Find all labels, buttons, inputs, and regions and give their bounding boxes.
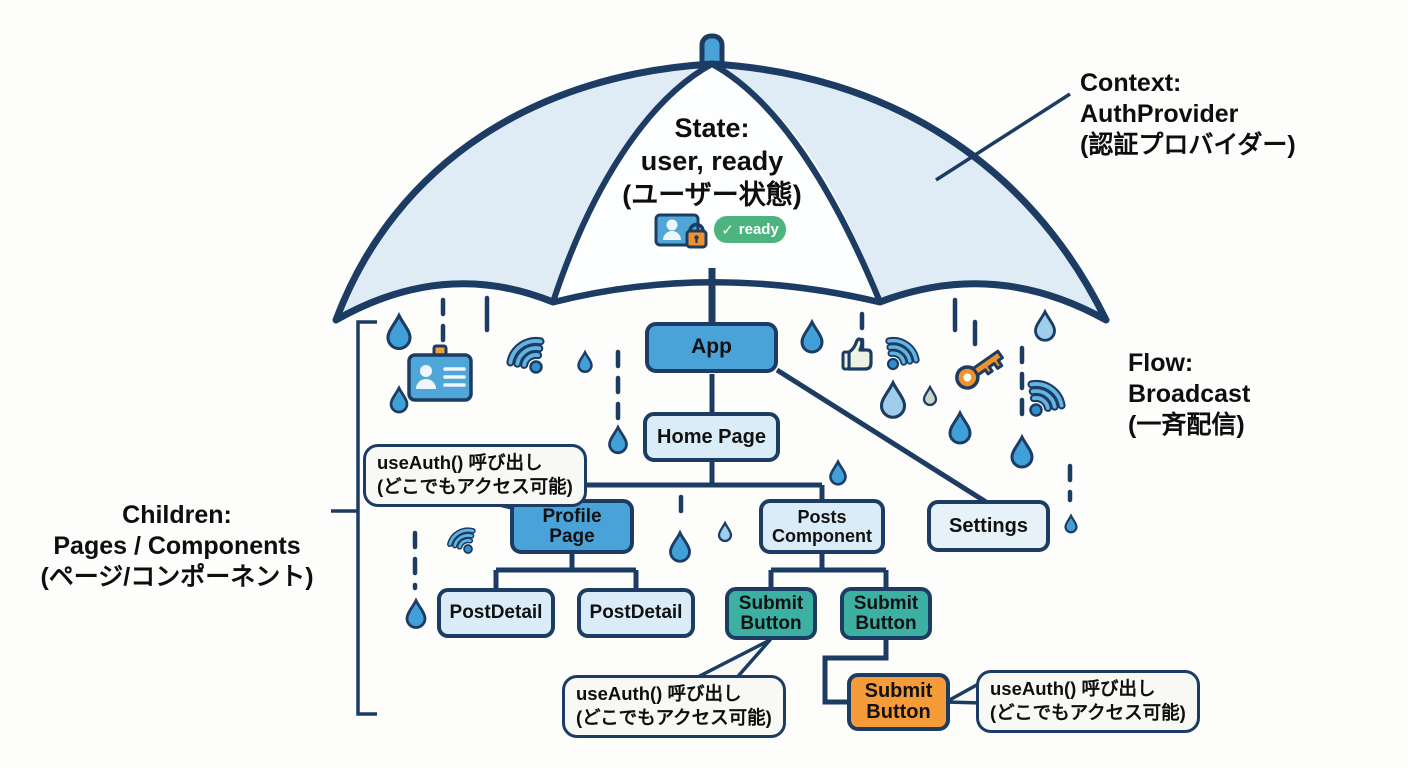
useauth-bubble-line2: (どこでもアクセス可能) — [377, 476, 573, 498]
children-bracket — [331, 320, 377, 716]
wifi-icon — [1018, 378, 1066, 425]
rain-drop-icon — [1010, 435, 1034, 469]
node-submit-2-line2: Button — [855, 612, 917, 634]
useauth-bubble-orange: useAuth() 呼び出し (どこでもアクセス可能) — [976, 670, 1200, 734]
state-label-line3: (ユーザー状態) — [622, 179, 802, 210]
node-profile-page: Profile Page — [510, 499, 634, 554]
node-submit-button-3: Submit Button — [847, 673, 950, 731]
context-label-line3: (認証プロバイダー) — [1080, 131, 1296, 159]
flow-label: Flow: Broadcast (一斉配信) — [1128, 348, 1250, 441]
node-submit-1-line1: Submit — [738, 592, 804, 614]
rain-ticks — [484, 295, 978, 347]
useauth-bubble-line1: useAuth() 呼び出し — [377, 452, 543, 473]
connector-home-children — [569, 462, 825, 501]
check-icon: ✓ — [721, 221, 734, 239]
node-postdetail-1-label: PostDetail — [449, 602, 543, 624]
flow-label-line3: (一斉配信) — [1128, 411, 1245, 439]
node-settings: Settings — [927, 500, 1050, 552]
wifi-icons — [447, 335, 1066, 554]
useauth-bubble-submit: useAuth() 呼び出し (どこでもアクセス可能) — [562, 675, 786, 739]
rain-drop-icon — [879, 381, 907, 419]
node-home-page: Home Page — [643, 412, 780, 462]
children-label-line2: Pages / Components — [53, 532, 301, 560]
wifi-icon — [447, 526, 481, 554]
id-card-icon — [407, 344, 473, 402]
children-label: Children: Pages / Components (ページ/コンポーネン… — [22, 500, 332, 593]
node-posts-line1: Posts — [797, 506, 847, 527]
state-label-line2: user, ready — [640, 146, 784, 177]
node-submit-button-1: Submit Button — [725, 587, 817, 640]
node-posts-line2: Component — [772, 525, 872, 546]
connector-profile-children — [493, 554, 639, 590]
node-profile-page-line1: Profile — [542, 505, 602, 527]
context-label-line2: AuthProvider — [1080, 100, 1239, 128]
thumbs-up-icon — [841, 337, 873, 371]
useauth-bubble-line1: useAuth() 呼び出し — [576, 683, 742, 704]
node-submit-button-2: Submit Button — [840, 587, 932, 640]
useauth-bubble-line2: (どこでもアクセス可能) — [576, 707, 772, 729]
wifi-icon — [506, 335, 554, 382]
rain-drop-icon — [948, 411, 972, 445]
rain-drop-icon — [1034, 310, 1056, 342]
rain-drop-icon — [577, 351, 593, 373]
node-app-label: App — [691, 335, 732, 359]
wifi-icon — [877, 335, 920, 377]
node-settings-label: Settings — [949, 514, 1028, 537]
rain-drop-icon — [800, 320, 824, 354]
rain-drop-icon — [389, 386, 409, 414]
flow-label-line1: Flow: — [1128, 349, 1194, 377]
state-label-line1: State: — [674, 113, 750, 143]
rain-drop-icon — [669, 531, 691, 563]
connector-posts-children — [768, 554, 889, 589]
useauth-bubble-line1: useAuth() 呼び出し — [990, 678, 1156, 699]
rain-drop-icon — [608, 425, 628, 455]
children-label-line1: Children: — [122, 501, 232, 529]
useauth-bubble-profile: useAuth() 呼び出し (どこでもアクセス可能) — [363, 444, 587, 508]
context-label: Context: AuthProvider (認証プロバイダー) — [1080, 68, 1296, 161]
ready-status-badge: ✓ ready — [714, 216, 786, 243]
node-submit-1-line2: Button — [740, 612, 802, 634]
key-icon — [955, 349, 1004, 390]
flow-label-line2: Broadcast — [1128, 380, 1251, 408]
node-submit-3-line2: Button — [866, 701, 931, 723]
rain-drop-icon — [922, 385, 938, 407]
connector-submit-orange — [822, 640, 889, 705]
context-label-line1: Context: — [1080, 69, 1182, 97]
state-label: State: user, ready (ユーザー状態) — [612, 112, 812, 212]
connector-app-settings — [775, 367, 988, 505]
node-postdetail-1: PostDetail — [437, 588, 555, 638]
user-lock-icon — [654, 213, 708, 249]
rain-drop-icon — [386, 313, 412, 351]
useauth-bubble-line2: (どこでもアクセス可能) — [990, 702, 1186, 724]
rain-drop-icon — [717, 521, 733, 543]
children-label-line3: (ページ/コンポーネント) — [40, 563, 314, 591]
context-pointer-line — [935, 92, 1071, 182]
tree-connectors — [493, 367, 988, 705]
rain-drop-icon — [405, 599, 427, 629]
node-posts-component: Posts Component — [759, 499, 885, 554]
umbrella-center-panel — [553, 64, 880, 302]
node-profile-page-line2: Page — [549, 525, 595, 547]
umbrella-icon — [332, 33, 1110, 324]
node-app: App — [645, 322, 778, 373]
node-submit-2-line1: Submit — [853, 592, 919, 614]
ready-badge-text: ready — [738, 221, 779, 238]
rain-drop-icon — [1064, 514, 1078, 534]
node-postdetail-2-label: PostDetail — [589, 602, 683, 624]
node-home-page-label: Home Page — [657, 425, 766, 448]
node-postdetail-2: PostDetail — [577, 588, 695, 638]
rain-drop-icon — [829, 460, 847, 486]
node-submit-3-line1: Submit — [864, 680, 933, 702]
